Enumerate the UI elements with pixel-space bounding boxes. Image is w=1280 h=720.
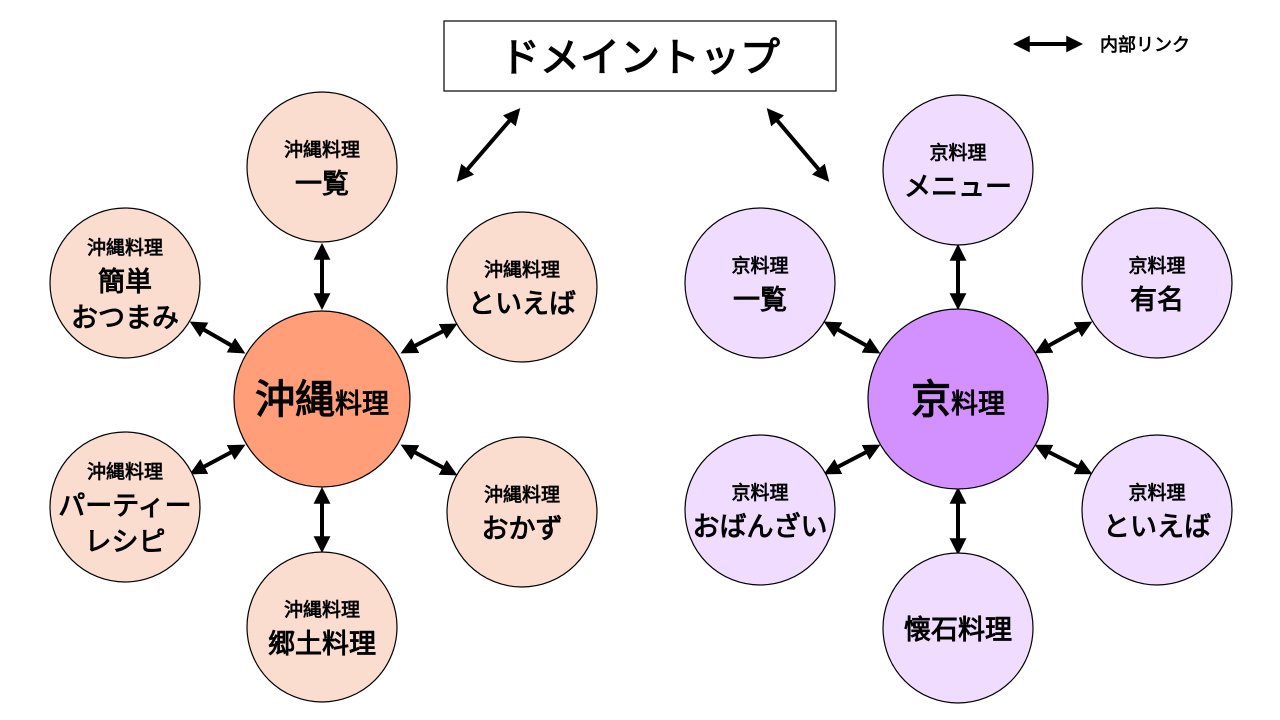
node-circle xyxy=(49,431,201,583)
node-category-label: 沖縄料理 xyxy=(484,258,560,281)
legend: 内部リンク xyxy=(1012,34,1190,56)
node-title-label: といえば xyxy=(1103,512,1211,543)
node-title-label: 有名 xyxy=(1130,284,1184,316)
node-category-label: 京料理 xyxy=(1128,254,1185,277)
okinawa-link-arrows xyxy=(189,242,458,554)
node-circle xyxy=(882,94,1034,246)
domain-top-node[interactable]: ドメイントップ xyxy=(443,20,837,92)
hub-big-label: 京 xyxy=(911,377,951,423)
node-circle xyxy=(684,207,836,359)
domain-top-label: ドメイントップ xyxy=(500,35,780,81)
svg-text:京料理: 京料理 xyxy=(911,377,1005,423)
hub-small-label: 料理 xyxy=(951,389,1005,420)
node-circle xyxy=(49,207,201,359)
node-title-label: パーティー xyxy=(58,491,191,522)
node-category-label: 沖縄料理 xyxy=(484,483,560,506)
kyo-node-5[interactable]: 懐石料理 xyxy=(882,552,1034,704)
legend-label: 内部リンク xyxy=(1100,34,1190,56)
node-category-label: 京料理 xyxy=(929,141,986,164)
node-circle xyxy=(246,551,398,703)
hub-big-label: 沖縄 xyxy=(255,377,335,423)
svg-text:沖縄料理: 沖縄料理 xyxy=(255,377,389,423)
node-title-label: メニュー xyxy=(904,172,1012,203)
node-category-label: 京料理 xyxy=(731,481,788,504)
node-category-label: 沖縄料理 xyxy=(284,598,360,621)
node-title-label: おばんざい xyxy=(693,511,828,543)
node-title-label: といえば xyxy=(468,289,576,320)
node-category-label: 沖縄料理 xyxy=(87,236,163,259)
hub-small-label: 料理 xyxy=(335,389,389,420)
node-circle xyxy=(1081,207,1233,359)
node-title-label: おかず xyxy=(482,514,563,545)
node-title-label: 郷土料理 xyxy=(268,629,376,660)
node-circle xyxy=(684,434,836,586)
node-circle xyxy=(882,552,1034,704)
node-title-label: 一覧 xyxy=(733,285,787,316)
node-circle xyxy=(1081,434,1233,586)
link-arrow-top-okinawa xyxy=(456,108,521,182)
node-circle xyxy=(246,91,398,243)
node-title-label: 一覧 xyxy=(295,169,349,200)
kyo-hub-node[interactable]: 京料理 xyxy=(867,308,1049,490)
node-title-label: 簡単 xyxy=(98,266,152,298)
node-title-label: おつまみ xyxy=(71,303,179,334)
node-title-label: レシピ xyxy=(85,527,166,558)
node-category-label: 京料理 xyxy=(731,254,788,277)
node-category-label: 沖縄料理 xyxy=(284,138,360,161)
kyo-link-arrows xyxy=(823,243,1093,556)
node-circle xyxy=(446,436,598,588)
node-title-label: 懐石料理 xyxy=(904,615,1012,646)
node-circle xyxy=(446,211,598,363)
node-category-label: 京料理 xyxy=(1128,481,1185,504)
okinawa-hub-node[interactable]: 沖縄料理 xyxy=(233,310,411,488)
link-arrow-top-kyo xyxy=(766,108,830,182)
node-category-label: 沖縄料理 xyxy=(87,460,163,483)
